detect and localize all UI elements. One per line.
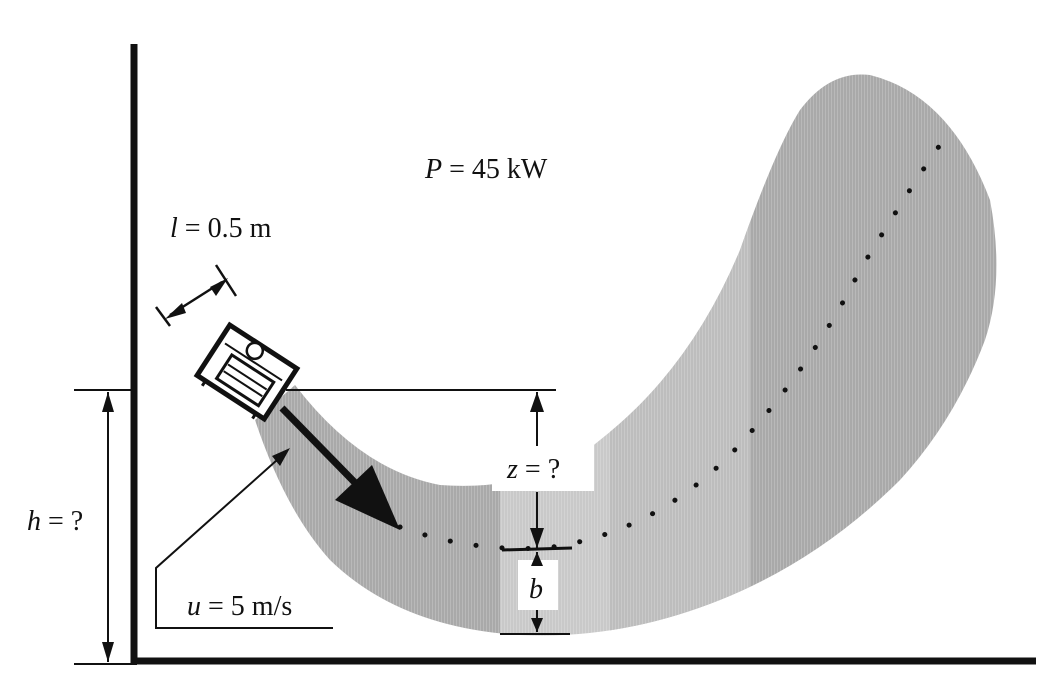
z-label-box — [492, 445, 594, 491]
speed-label: u = 5 m/s — [187, 591, 292, 622]
fan-heater-icon — [193, 321, 301, 423]
z-dimension — [530, 392, 544, 548]
speed-leader — [155, 448, 333, 629]
b-label: b — [529, 574, 543, 605]
length-dimension — [154, 264, 238, 327]
power-label: P = 45 kW — [424, 154, 548, 185]
height-dimension — [74, 389, 137, 665]
height-label: h = ? — [27, 506, 83, 537]
flow-arrow-icon — [279, 405, 400, 530]
length-label: l = 0.5 m — [170, 213, 272, 244]
b-dimension — [500, 546, 573, 635]
b-label-box — [518, 560, 558, 610]
plume-shape — [255, 74, 997, 636]
z-label: z = ? — [506, 454, 560, 485]
